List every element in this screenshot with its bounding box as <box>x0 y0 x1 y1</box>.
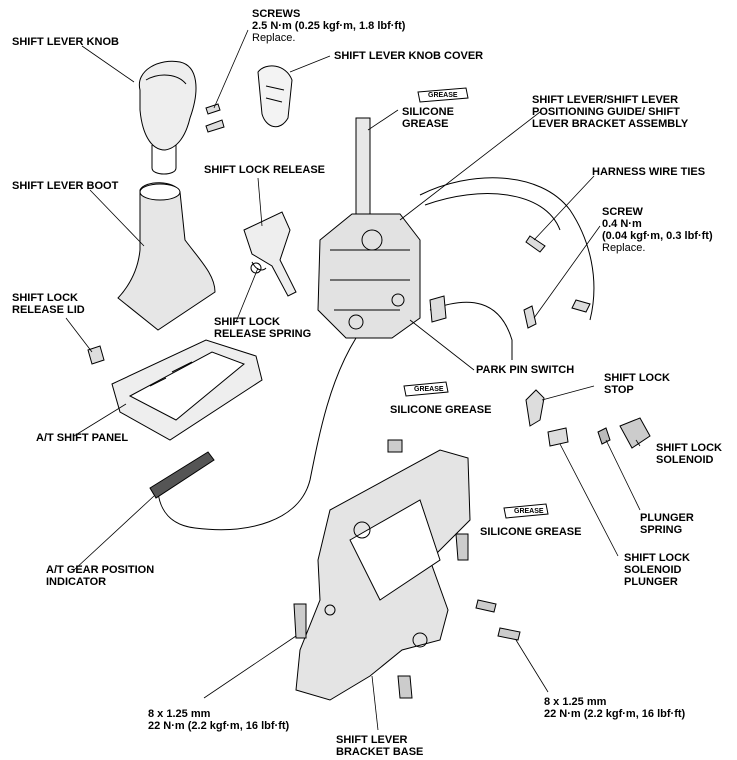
label-at-shift-panel: A/T SHIFT PANEL <box>36 432 129 444</box>
label-plunger-spring: PLUNGER SPRING <box>640 512 694 536</box>
shift-lock-release <box>243 211 297 297</box>
label-screws-torque: 2.5 N·m (0.25 kgf·m, 1.8 lbf·ft) <box>252 20 406 32</box>
label-lock-stop-line1: SHIFT LOCK <box>604 372 670 384</box>
label-gear-indicator-line2: INDICATOR <box>46 576 107 588</box>
label-shift-lock-release-spring: SHIFT LOCK RELEASE SPRING <box>214 316 311 340</box>
harness-wires <box>419 177 595 360</box>
bolts <box>293 439 521 699</box>
label-screws-note: Replace. <box>252 32 296 44</box>
shift-lock-stop <box>525 389 545 427</box>
label-screw-torque-1: 0.4 N·m <box>602 218 642 230</box>
label-bolt-left-size: 8 x 1.25 mm <box>148 708 211 720</box>
label-solenoid-line2: SOLENOID <box>656 454 714 466</box>
plunger-spring <box>597 427 611 445</box>
label-silicone-grease-top: SILICONE GREASE <box>402 106 454 130</box>
shift-lever-boot <box>117 182 216 331</box>
label-shift-lock-release: SHIFT LOCK RELEASE <box>204 164 326 176</box>
label-knob-cover: SHIFT LEVER KNOB COVER <box>334 50 484 62</box>
knob-screws <box>205 103 225 133</box>
label-plunger-spring-line1: PLUNGER <box>640 512 694 524</box>
label-lock-stop-line2: STOP <box>604 384 634 396</box>
grease-tube-icons <box>403 87 549 519</box>
label-assembly-line2: POSITIONING GUIDE/ SHIFT <box>532 106 680 118</box>
label-gear-position-indicator: A/T GEAR POSITION INDICATOR <box>46 564 154 588</box>
label-gear-indicator-line1: A/T GEAR POSITION <box>46 564 155 576</box>
gear-position-indicator <box>149 451 215 499</box>
label-solenoid-plunger-line2: SOLENOID <box>624 564 682 576</box>
label-assembly-line1: SHIFT LEVER/SHIFT LEVER <box>532 94 679 106</box>
gear-indicator-cable <box>157 337 357 531</box>
label-bracket-base-line2: BRACKET BASE <box>336 746 424 758</box>
label-silicone-grease-mid: SILICONE GREASE <box>390 404 492 416</box>
label-solenoid-plunger-line1: SHIFT LOCK <box>624 552 690 564</box>
shift-lock-solenoid <box>619 417 651 449</box>
grease-tag-mid: GREASE <box>414 386 444 393</box>
label-release-lid-line1: SHIFT LOCK <box>12 292 78 304</box>
label-bolt-left-torque: 22 N·m (2.2 kgf·m, 16 lbf·ft) <box>148 720 290 732</box>
label-screw: SCREW 0.4 N·m (0.04 kgf·m, 0.3 lbf·ft) R… <box>602 206 713 254</box>
label-bracket-base: SHIFT LEVER BRACKET BASE <box>336 734 423 758</box>
label-release-spring-line1: SHIFT LOCK <box>214 316 280 328</box>
grease-tag-top: GREASE <box>428 92 458 99</box>
shift-lock-solenoid-plunger <box>547 427 569 447</box>
label-assembly-line3: LEVER BRACKET ASSEMBLY <box>532 118 689 130</box>
label-bolt-left: 8 x 1.25 mm 22 N·m (2.2 kgf·m, 16 lbf·ft… <box>148 708 289 732</box>
label-harness-wire-ties: HARNESS WIRE TIES <box>592 166 706 178</box>
label-screws-title: SCREWS <box>252 8 301 20</box>
label-screw-note: Replace. <box>602 242 646 254</box>
label-plunger-spring-line2: SPRING <box>640 524 683 536</box>
label-assembly: SHIFT LEVER/SHIFT LEVER POSITIONING GUID… <box>532 94 688 130</box>
label-silicone-grease-top-line2: GREASE <box>402 118 449 130</box>
label-release-lid-line2: RELEASE LID <box>12 304 85 316</box>
shift-lever-bracket-base <box>295 449 471 701</box>
label-solenoid-line1: SHIFT LOCK <box>656 442 722 454</box>
label-screw-title: SCREW <box>602 206 643 218</box>
label-silicone-grease-low: SILICONE GREASE <box>480 526 582 538</box>
label-bolt-right-torque: 22 N·m (2.2 kgf·m, 16 lbf·ft) <box>544 708 686 720</box>
label-shift-lock-solenoid: SHIFT LOCK SOLENOID <box>656 442 722 466</box>
shift-lever-knob <box>138 60 197 175</box>
label-silicone-grease-top-line1: SILICONE <box>402 106 454 118</box>
label-screws: SCREWS 2.5 N·m (0.25 kgf·m, 1.8 lbf·ft) … <box>252 8 405 44</box>
shift-lever-knob-cover <box>257 65 293 128</box>
label-shift-lever-boot: SHIFT LEVER BOOT <box>12 180 119 192</box>
label-shift-lock-stop: SHIFT LOCK STOP <box>604 372 670 396</box>
label-park-pin-switch: PARK PIN SWITCH <box>476 364 575 376</box>
label-bolt-right: 8 x 1.25 mm 22 N·m (2.2 kgf·m, 16 lbf·ft… <box>544 696 685 720</box>
label-solenoid-plunger: SHIFT LOCK SOLENOID PLUNGER <box>624 552 690 588</box>
grease-tag-low: GREASE <box>514 508 544 515</box>
label-bracket-base-line1: SHIFT LEVER <box>336 734 408 746</box>
shift-lever-assembly <box>317 117 421 339</box>
label-release-spring-line2: RELEASE SPRING <box>214 328 312 340</box>
label-shift-lock-release-lid: SHIFT LOCK RELEASE LID <box>12 292 85 316</box>
leader-lines <box>65 29 641 731</box>
shift-lock-release-lid <box>87 345 105 365</box>
label-shift-lever-knob: SHIFT LEVER KNOB <box>12 36 119 48</box>
label-bolt-right-size: 8 x 1.25 mm <box>544 696 607 708</box>
label-solenoid-plunger-line3: PLUNGER <box>624 576 678 588</box>
label-screw-torque-2: (0.04 kgf·m, 0.3 lbf·ft) <box>602 230 713 242</box>
at-shift-panel <box>111 339 263 441</box>
